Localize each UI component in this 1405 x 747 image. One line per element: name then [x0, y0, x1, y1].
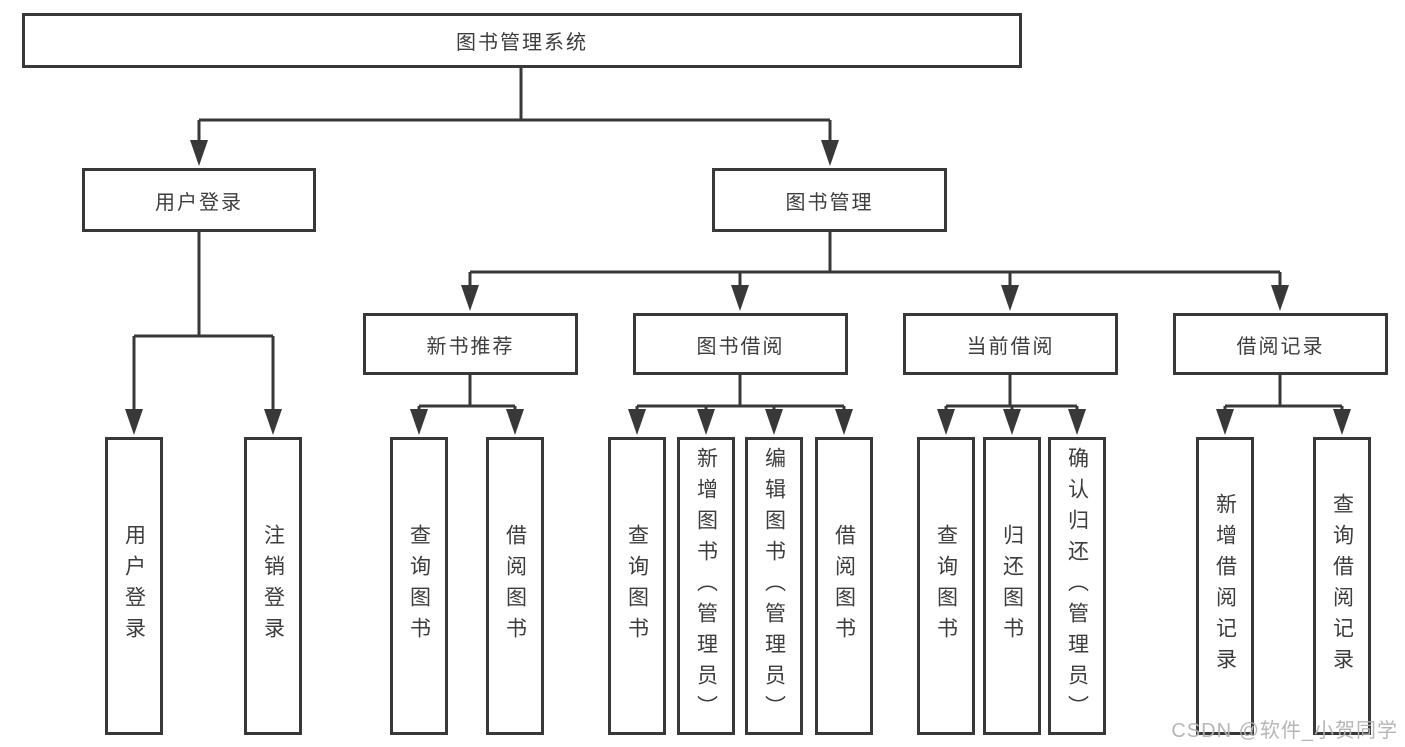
node-book-borrowing: 图书借阅 [633, 313, 848, 375]
connector-book-borrowing-group [628, 375, 853, 435]
leaf-query-books-borrow: 查询图书 [608, 437, 666, 735]
connector-current-borrowing-group [937, 375, 1086, 435]
leaf-edit-books-admin: 编辑图书（管理员） [745, 437, 803, 735]
leaf-add-books-admin: 新增图书（管理员） [677, 437, 735, 735]
connector-book-management-group [461, 232, 1289, 311]
node-root: 图书管理系统 [22, 13, 1022, 68]
leaf-confirm-return-admin: 确认归还（管理员） [1048, 437, 1106, 735]
connector-borrowing-records-group [1216, 375, 1351, 435]
node-borrowing-records: 借阅记录 [1173, 313, 1388, 375]
leaf-add-borrow-record: 新增借阅记录 [1196, 437, 1254, 735]
leaf-query-books-current: 查询图书 [917, 437, 975, 735]
connector-new-books-group [410, 375, 524, 435]
node-user-login-branch: 用户登录 [82, 168, 316, 232]
leaf-user-login: 用户登录 [105, 437, 163, 735]
node-book-management-branch: 图书管理 [712, 168, 947, 232]
leaf-logout: 注销登录 [244, 437, 302, 735]
node-new-book-recommendation: 新书推荐 [363, 313, 578, 375]
leaf-query-books-newrec: 查询图书 [390, 437, 448, 735]
leaf-return-books: 归还图书 [983, 437, 1041, 735]
node-current-borrowing: 当前借阅 [903, 313, 1118, 375]
leaf-borrow-books-newrec: 借阅图书 [486, 437, 544, 735]
leaf-query-borrow-record: 查询借阅记录 [1313, 437, 1371, 735]
connector-user-login-group [125, 232, 282, 435]
csdn-watermark: CSDN @软件_小贺同学 [1171, 720, 1398, 742]
connector-root [190, 68, 839, 166]
leaf-borrow-books: 借阅图书 [815, 437, 873, 735]
